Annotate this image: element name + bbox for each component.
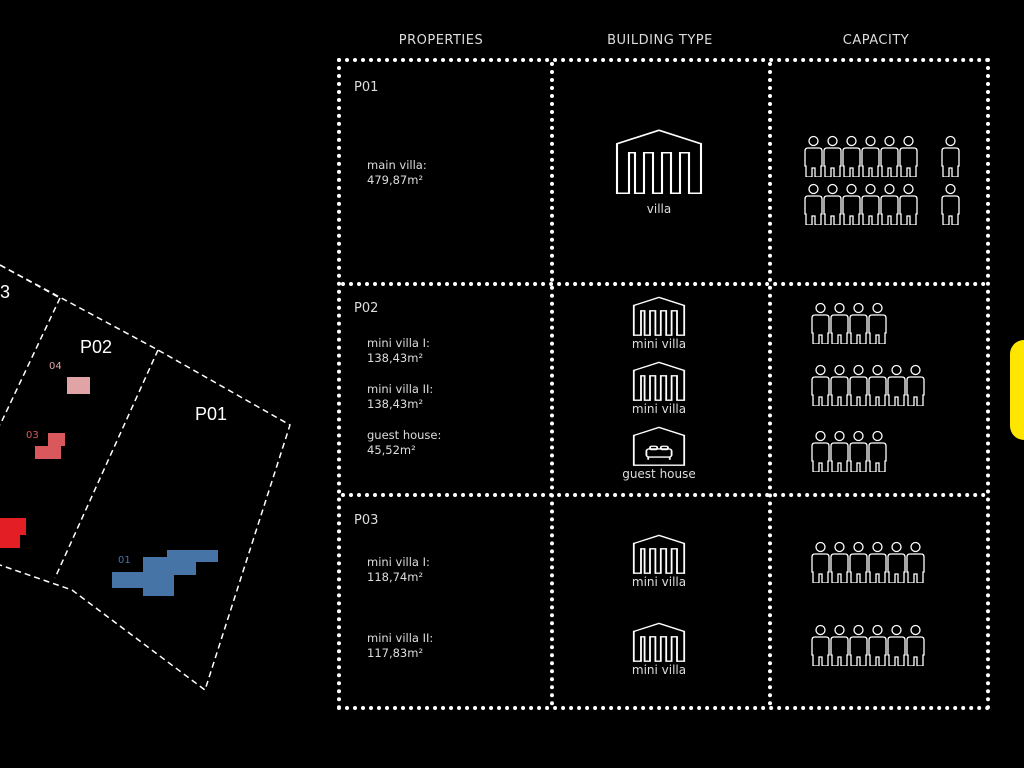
header-properties: PROPERTIES [398, 33, 484, 48]
building-type-cell: guest house [599, 426, 719, 481]
person-icon [899, 135, 918, 177]
properties-table: P01 main villa:479,87m² villa P02 mini v… [337, 58, 990, 710]
plot-boundary-outer [0, 264, 291, 692]
site-plan-map: 3 P02 P01 04 03 01 [0, 264, 291, 692]
person-icon [868, 624, 887, 666]
row-divider [341, 493, 986, 497]
capacity-people [811, 541, 925, 583]
bed-house-icon [599, 426, 719, 467]
building-area: mini villa II:117,83m² [367, 631, 434, 660]
person-icon [811, 430, 830, 472]
person-icon [849, 364, 868, 406]
person-icon [887, 541, 906, 583]
building-area: main villa:479,87m² [367, 158, 427, 187]
person-icon [811, 302, 830, 344]
person-icon [849, 302, 868, 344]
person-icon [823, 135, 842, 177]
capacity-people [811, 302, 887, 344]
person-icon [849, 624, 868, 666]
building-04 [67, 377, 90, 394]
row-divider [341, 282, 986, 286]
person-icon [842, 135, 861, 177]
plot-divider-p03-p02 [0, 297, 61, 426]
person-icon [849, 430, 868, 472]
person-icon [804, 135, 823, 177]
person-icon [941, 183, 960, 225]
header-capacity: CAPACITY [842, 33, 910, 48]
capacity-people [804, 135, 918, 177]
person-icon [941, 135, 960, 177]
villa-icon [599, 622, 719, 663]
building-label-01: 01 [118, 555, 131, 566]
person-icon [906, 541, 925, 583]
person-icon [880, 183, 899, 225]
building-area: mini villa I:138,43m² [367, 336, 430, 365]
person-icon [830, 364, 849, 406]
header-building-type: BUILDING TYPE [607, 33, 713, 48]
building-type-cell: mini villa [599, 296, 719, 351]
person-icon [811, 541, 830, 583]
plot-label-p03: 3 [0, 282, 10, 302]
building-area: mini villa I:118,74m² [367, 555, 430, 584]
villa-icon [599, 128, 719, 196]
person-icon [887, 624, 906, 666]
property-id: P01 [354, 80, 379, 95]
building-label-03: 03 [26, 430, 39, 441]
capacity-people [804, 183, 918, 225]
person-icon [880, 135, 899, 177]
person-icon [830, 541, 849, 583]
villa-icon [599, 296, 719, 337]
building-01 [112, 550, 218, 596]
person-icon [906, 624, 925, 666]
column-divider [550, 62, 554, 706]
person-icon [861, 183, 880, 225]
building-red [0, 518, 26, 548]
person-icon [906, 364, 925, 406]
person-icon [868, 364, 887, 406]
person-icon [887, 364, 906, 406]
person-icon [861, 135, 880, 177]
building-type-cell: mini villa [599, 534, 719, 589]
person-icon [830, 430, 849, 472]
person-icon [830, 624, 849, 666]
person-icon [804, 183, 823, 225]
plot-label-p01: P01 [195, 404, 227, 424]
person-icon [811, 364, 830, 406]
yellow-circle-accent [1010, 340, 1024, 440]
property-id: P03 [354, 513, 379, 528]
person-icon [849, 541, 868, 583]
building-type-cell: mini villa [599, 361, 719, 416]
capacity-people [811, 624, 925, 666]
plot-label-p02: P02 [80, 337, 112, 357]
villa-icon [599, 534, 719, 575]
property-id: P02 [354, 301, 379, 316]
building-label-04: 04 [49, 361, 62, 372]
building-type-cell: mini villa [599, 622, 719, 677]
person-icon [868, 430, 887, 472]
person-icon [842, 183, 861, 225]
person-icon [868, 541, 887, 583]
person-icon [868, 302, 887, 344]
plot-divider-p02-p01 [54, 349, 159, 579]
building-area: mini villa II:138,43m² [367, 382, 434, 411]
capacity-people [941, 135, 960, 177]
person-icon [830, 302, 849, 344]
person-icon [811, 624, 830, 666]
capacity-people [941, 183, 960, 225]
capacity-people [811, 430, 887, 472]
building-type-cell: villa [599, 128, 719, 216]
column-divider [768, 62, 772, 706]
villa-icon [599, 361, 719, 402]
building-03 [35, 433, 65, 459]
person-icon [823, 183, 842, 225]
capacity-people [811, 364, 925, 406]
person-icon [899, 183, 918, 225]
building-area: guest house:45,52m² [367, 428, 442, 457]
